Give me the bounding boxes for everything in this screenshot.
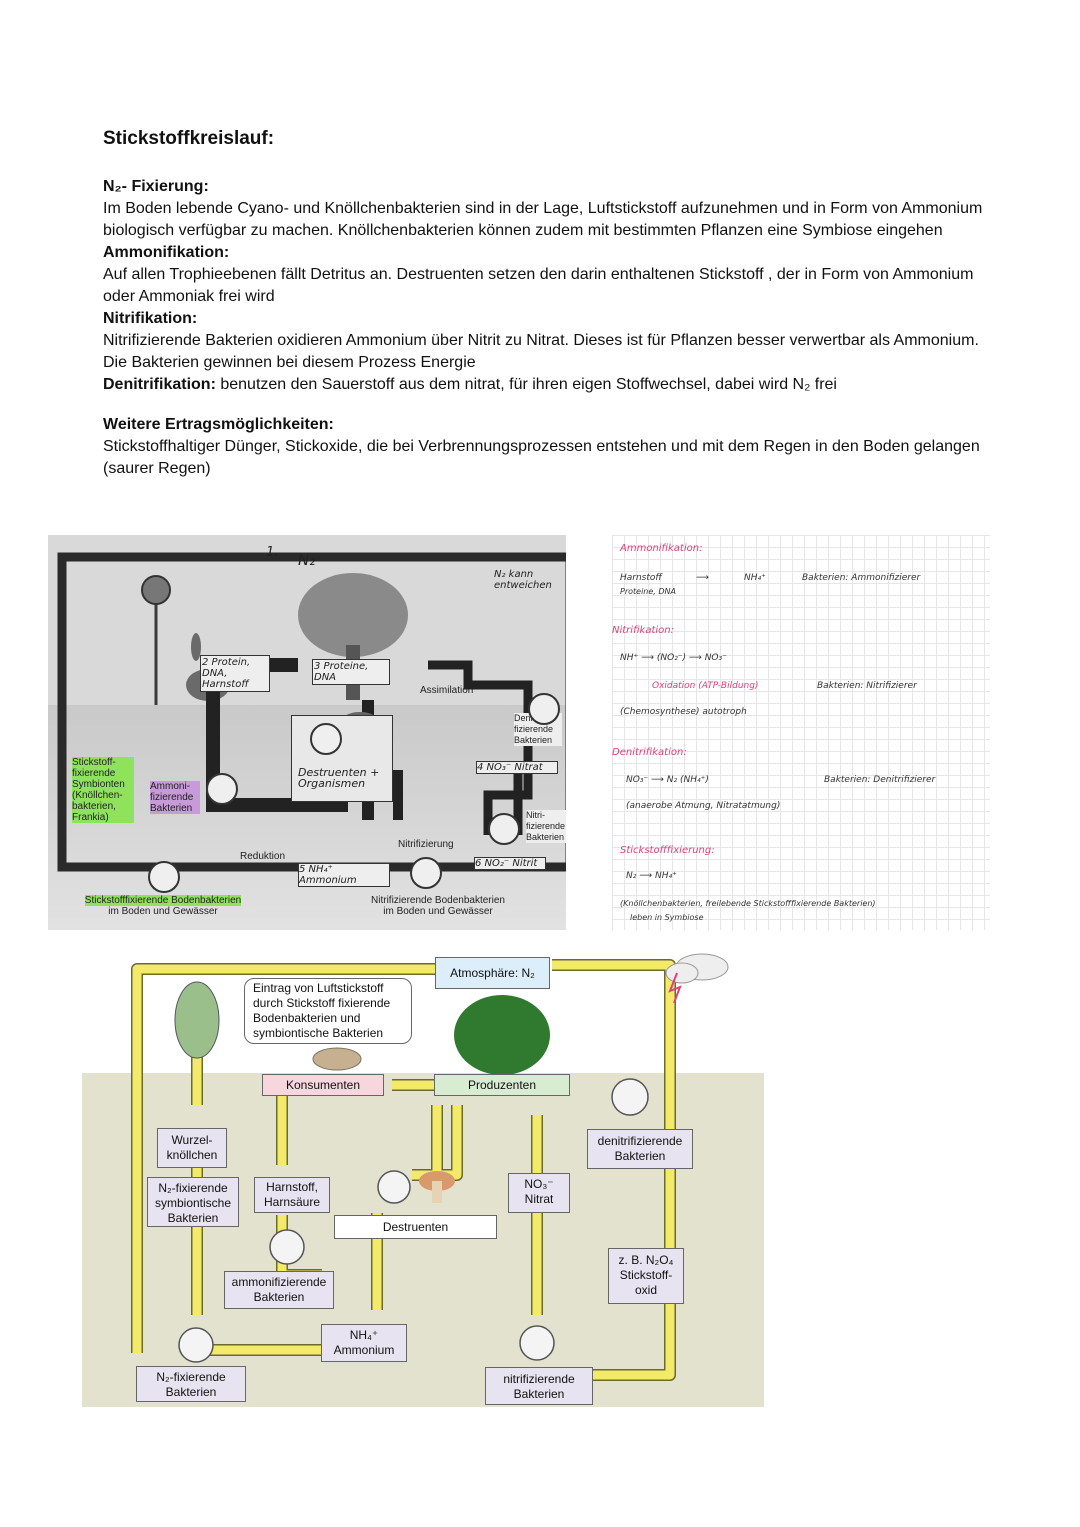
text-n2-fixierung: Im Boden lebende Cyano- und Knöllchenbak…: [103, 198, 983, 242]
mouse-icon: [313, 1048, 361, 1070]
text-denitrifikation: benutzen den Sauerstoff aus dem nitrat, …: [220, 376, 837, 393]
note-fixierung-formula: N₂ ⟶ NH₄⁺: [626, 871, 677, 881]
note-nitrifikation-formula: NH⁺ ⟶ (NO₂⁻) ⟶ NO₃⁻: [620, 653, 727, 663]
bottom-mid-caption: Nitrifizierende Bodenbakterien im Boden …: [348, 895, 528, 917]
note-chemosynthese: (Chemosynthese) autotroph: [620, 707, 747, 717]
note-knoellchen: (Knöllchenbakterien, freilebende Stickst…: [620, 899, 876, 908]
denitri-microbe-icon: [528, 693, 560, 725]
destruenten-box: Destruenten: [334, 1215, 497, 1239]
note-ammonifizierer: Bakterien: Ammonifizierer: [802, 573, 920, 583]
ammoni-label: Ammoni-fizierende Bakterien: [150, 781, 200, 814]
destruenten-label: Destruenten + Organismen: [298, 767, 393, 789]
heading-denitrifikation: Denitrifikation:: [103, 376, 216, 393]
note-nitrifizierer: Bakterien: Nitrifizierer: [817, 681, 917, 691]
reduktion-label: Reduktion: [240, 851, 285, 862]
nitri-label: Nitri-fizierende Bakterien: [526, 810, 566, 843]
nitri-box: nitrifizierende Bakterien: [485, 1367, 593, 1405]
nitrifizierung-label: Nitrifizierung: [398, 839, 454, 850]
no3-label: 4 NO₃⁻ Nitrat: [476, 761, 558, 774]
note-harnstoff: Harnstoff: [620, 573, 662, 583]
sunflower-icon: [142, 576, 170, 604]
ammonium-box: NH₄⁺ Ammonium: [321, 1324, 407, 1362]
plant-left-icon: [175, 982, 219, 1058]
bottom-left-caption-2: im Boden und Gewässer: [108, 906, 218, 917]
stickstoff-fix-label: Stickstoff-fixierende Symbionten (Knöllc…: [72, 757, 134, 823]
assimilation-label: Assimilation: [420, 685, 473, 696]
heading-weitere: Weitere Ertragsmöglichkeiten:: [103, 414, 983, 436]
note-anaerobe: (anaerobe Atmung, Nitratatmung): [626, 801, 780, 811]
note-heading-nitrifikation: Nitrifikation:: [612, 625, 674, 636]
text-nitrifikation: Nitrifizierende Bakterien oxidieren Ammo…: [103, 330, 983, 374]
nitrogen-cycle-figure-1: 1. N₂ N₂ kann entweichen 2 Protein, DNA,…: [48, 535, 566, 930]
produzenten-box: Produzenten: [434, 1074, 570, 1096]
note-denitrifizierer: Bakterien: Denitrifizierer: [824, 775, 935, 785]
fix-microbe-icon: [148, 861, 180, 893]
nitrogen-cycle-figure-2: Atmosphäre: N₂ Eintrag von Luftstickstof…: [82, 945, 764, 1407]
note-heading-stickstofffixierung: Stickstofffixierung:: [620, 845, 715, 856]
heading-ammonifikation: Ammonifikation:: [103, 242, 983, 264]
bottom-left-caption-1: Stickstofffixierende Bodenbakterien: [85, 895, 241, 906]
label-num1: 1.: [266, 547, 278, 558]
label-n2: N₂: [298, 555, 315, 566]
microbe-icon: [310, 723, 342, 755]
ammoni-microbe-icon: [206, 773, 238, 805]
nitrat-box: NO₃⁻ Nitrat: [508, 1173, 570, 1213]
n2-symbiontisch-box: N₂-fixierende symbiontische Bakterien: [147, 1177, 239, 1227]
no2-label: 6 NO₂⁻ Nitrit: [474, 857, 546, 870]
handwritten-notes: Ammonifikation: Harnstoff ⟶ NH₄⁺ Bakteri…: [612, 535, 990, 930]
plant-center-icon: [454, 995, 550, 1075]
ammoni-box: ammonifizierende Bakterien: [224, 1271, 334, 1309]
note-heading-ammonifikation: Ammonifikation:: [620, 543, 702, 554]
text-ammonifikation: Auf allen Trophieebenen fällt Detritus a…: [103, 264, 983, 308]
document-text: Stickstoffkreislauf: N₂- Fixierung: Im B…: [103, 128, 983, 480]
note-arrow-1: ⟶: [696, 573, 709, 583]
note-symbiose: leben in Symbiose: [630, 913, 703, 922]
note-denitri-formula: NO₃⁻ ⟶ N₂ (NH₄⁺): [626, 775, 709, 785]
denitri-box: denitrifizierende Bakterien: [587, 1129, 693, 1169]
nitri2-microbe-icon: [410, 857, 442, 889]
heading-n2-fixierung: N₂- Fixierung:: [103, 176, 983, 198]
box2-label: 2 Protein, DNA, Harnstoff: [200, 655, 270, 692]
bottom-mid-caption-1: Nitrifizierende Bodenbakterien: [371, 895, 505, 906]
n2-fixierende-box: N₂-fixierende Bakterien: [136, 1366, 246, 1402]
harnstoff-box: Harnstoff, Harnsäure: [254, 1177, 330, 1213]
bottom-mid-caption-2: im Boden und Gewässer: [383, 906, 493, 917]
text-weitere: Stickstoffhaltiger Dünger, Stickoxide, d…: [103, 436, 983, 480]
figure2-svg: [82, 945, 764, 1407]
stickoxid-box: z. B. N₂O₄ Stickstoff-oxid: [608, 1248, 684, 1304]
note-proteine: Proteine, DNA: [620, 587, 676, 596]
denitrifikation-line: Denitrifikation: benutzen den Sauerstoff…: [103, 374, 983, 396]
label-n2-escape: N₂ kann entweichen: [494, 569, 564, 591]
bottom-left-caption: Stickstofffixierende Bodenbakterien im B…: [68, 895, 258, 917]
note-nh4: NH₄⁺: [744, 573, 766, 583]
note-heading-denitrifikation: Denitrifikation:: [612, 747, 687, 758]
heading-nitrifikation: Nitrifikation:: [103, 308, 983, 330]
tree-icon: [298, 573, 408, 657]
eintrag-box: Eintrag von Luftstickstoff durch Stickst…: [244, 978, 412, 1044]
nh4-label: 5 NH₄⁺ Ammonium: [298, 863, 390, 887]
page-title: Stickstoffkreislauf:: [103, 128, 983, 150]
nitri-microbe-icon: [488, 813, 520, 845]
box3-label: 3 Proteine, DNA: [312, 659, 390, 685]
konsumenten-box: Konsumenten: [262, 1074, 384, 1096]
note-oxidation: Oxidation (ATP-Bildung): [652, 681, 758, 691]
atmosphere-box: Atmosphäre: N₂: [435, 957, 550, 989]
wurzel-box: Wurzel-knöllchen: [157, 1128, 227, 1168]
